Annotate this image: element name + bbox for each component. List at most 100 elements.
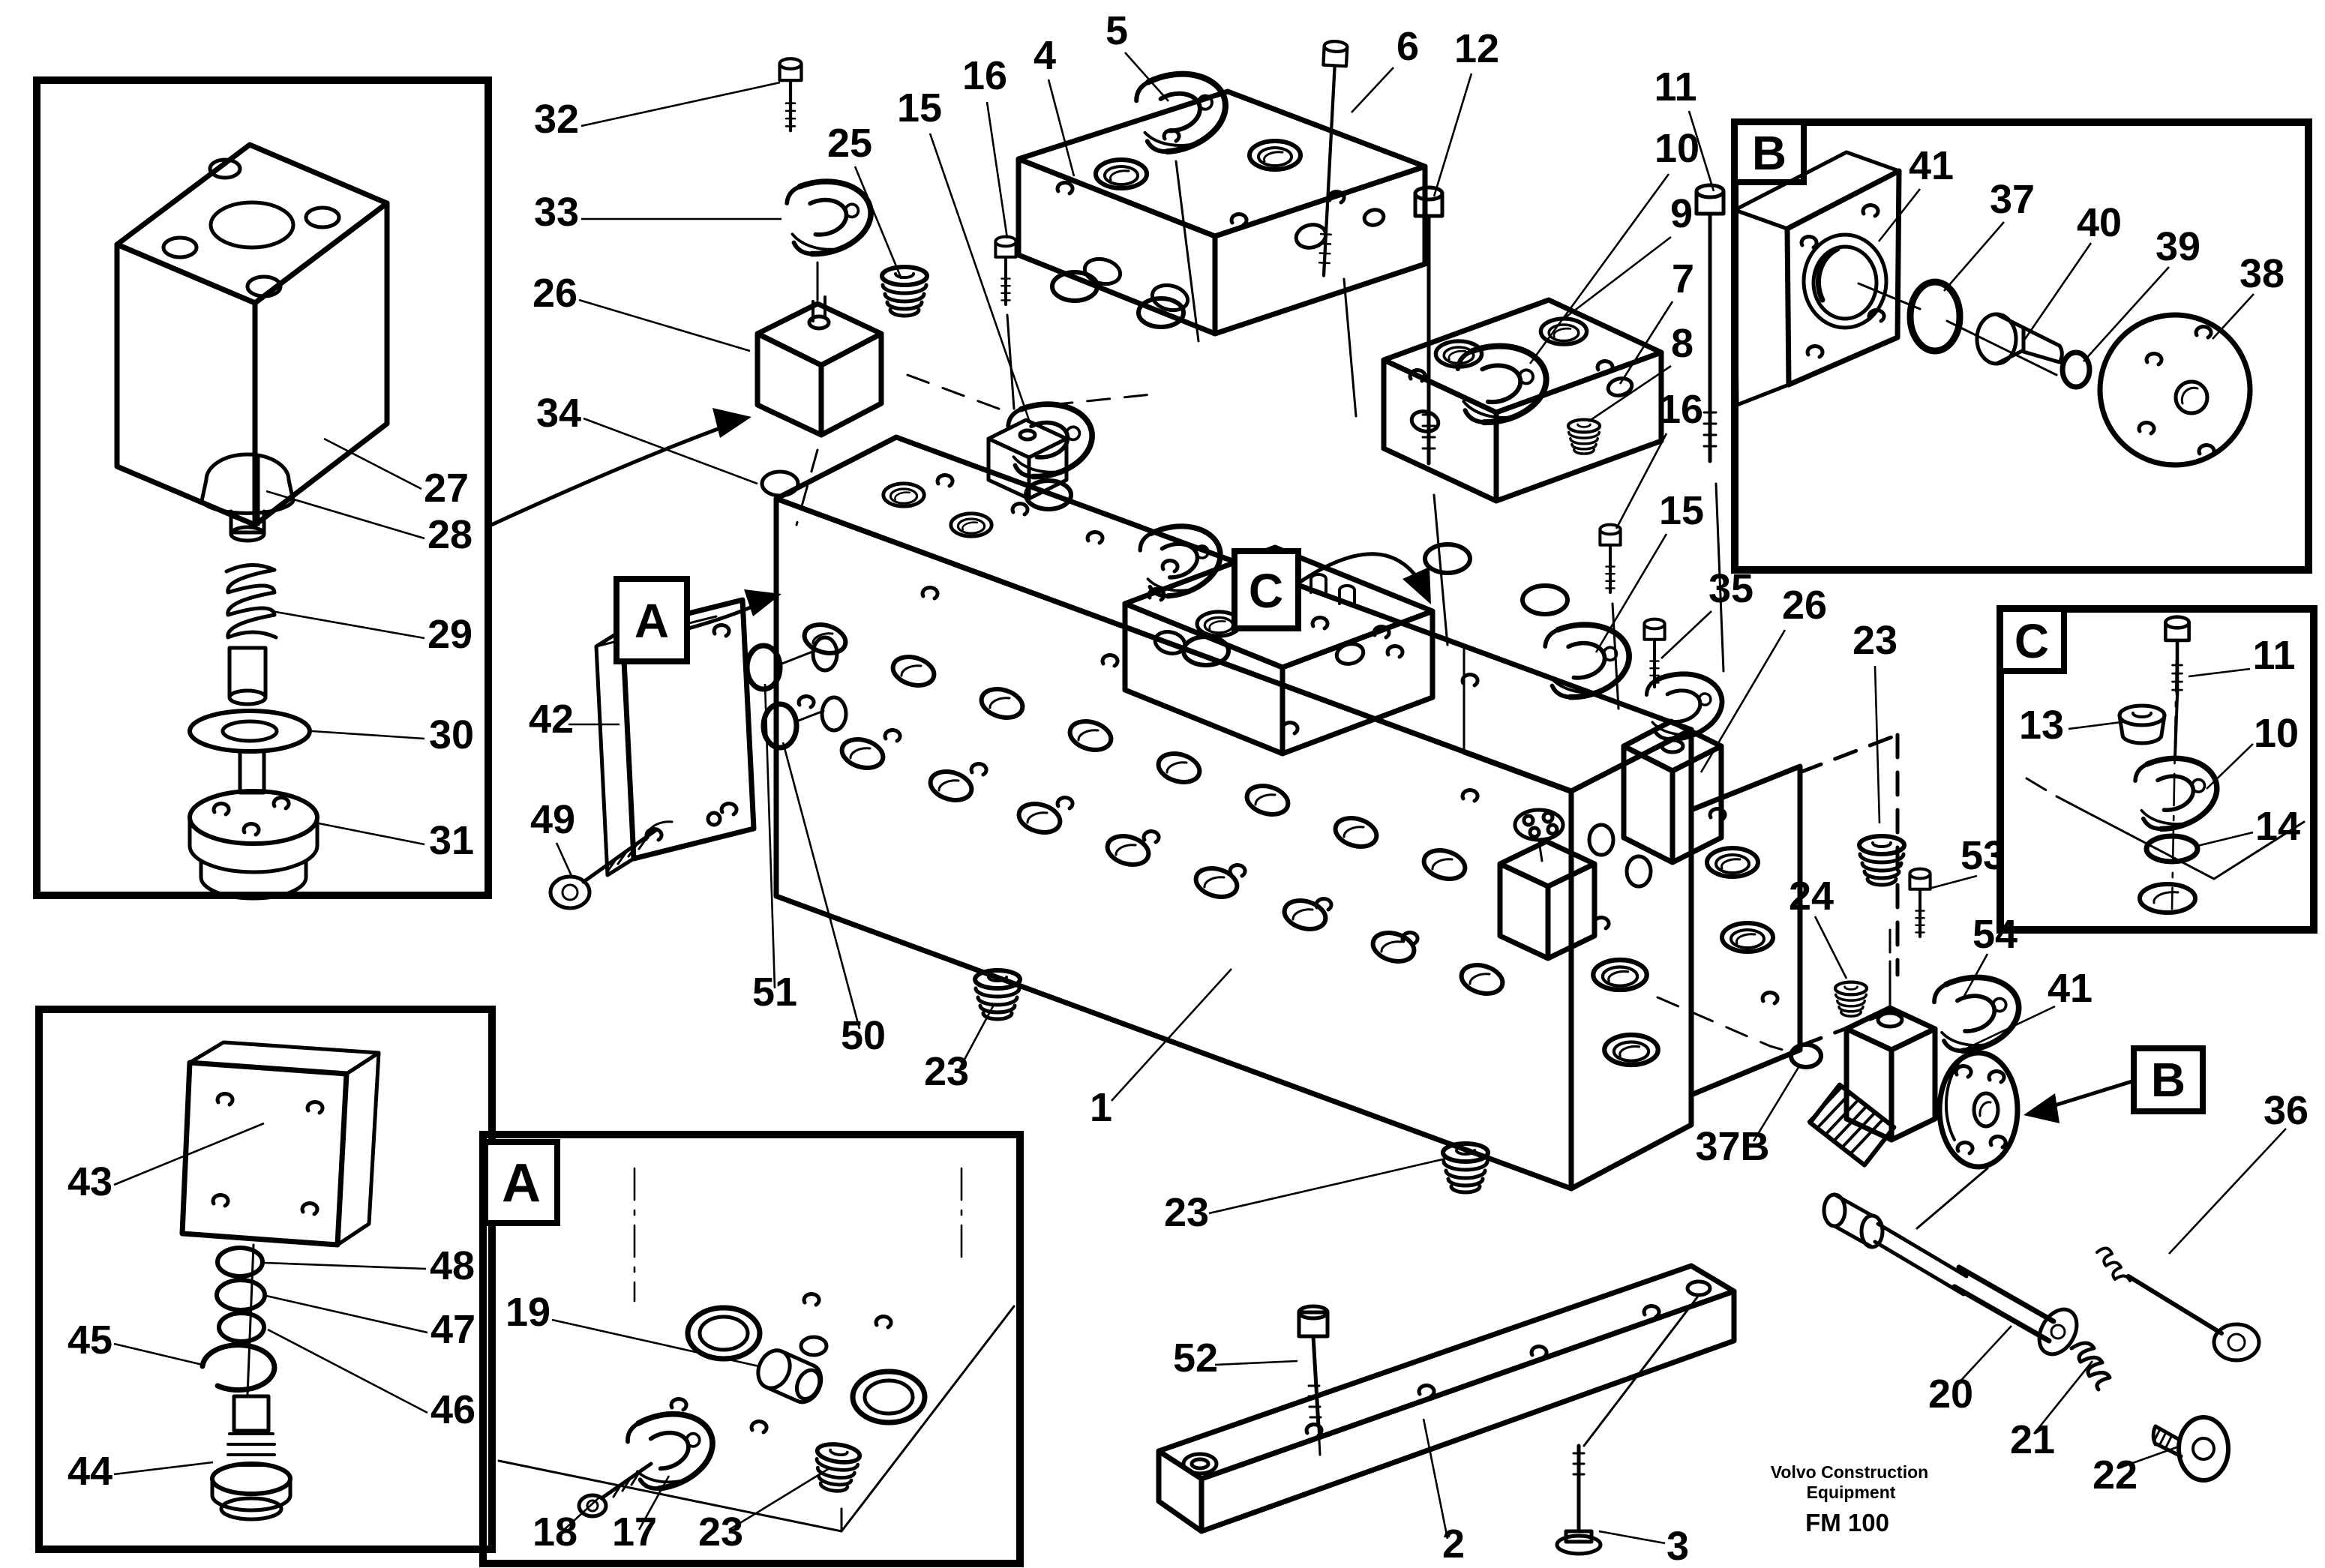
callout-43: 43 (68, 1159, 112, 1204)
callout-31: 31 (429, 818, 474, 863)
bolt-53 (1910, 869, 1930, 937)
o-ring (1522, 586, 1568, 614)
brand-line2: Equipment (1807, 1483, 1896, 1502)
inset-b-content (1732, 150, 2253, 468)
callout-51: 51 (752, 970, 797, 1015)
callout-13: 13 (2019, 703, 2064, 748)
callout-9: 9 (1670, 191, 1693, 236)
callout-23c: 23 (1164, 1190, 1209, 1235)
inset-a-frame (479, 1131, 1024, 1567)
inset-c-frame (1996, 605, 2318, 934)
detail-arrows (489, 408, 2134, 1123)
brand-line1: Volvo Construction (1771, 1462, 1928, 1482)
plug-24 (1835, 982, 1867, 1017)
callout-4: 4 (1034, 33, 1056, 78)
callout-44: 44 (68, 1449, 112, 1494)
pilot-valve-solenoid (1497, 808, 1598, 961)
inset-a-title: A (502, 1153, 541, 1213)
callout-23b: 23 (924, 1049, 969, 1094)
callout-3: 3 (1666, 1524, 1689, 1568)
callout-16b: 16 (1658, 387, 1703, 432)
callout-29: 29 (428, 612, 472, 657)
inset-top-left-frame (33, 76, 492, 899)
bolt-16b (1600, 525, 1620, 592)
clamp-15b (1543, 617, 1635, 701)
end-cover-9 (1381, 297, 1664, 504)
callout-21: 21 (2010, 1417, 2055, 1462)
marker-c: C (1249, 564, 1283, 618)
bolt-6 (1312, 40, 1348, 276)
mounting-bar-2 (1156, 1263, 1737, 1534)
footer: Volvo Construction Equipment FM 100 (1771, 1462, 1928, 1537)
bolt-16 (995, 237, 1016, 304)
callout-14: 14 (2255, 804, 2300, 849)
callout-26: 26 (532, 271, 578, 316)
clamp-15 (1006, 397, 1098, 481)
callout-19: 19 (506, 1290, 550, 1335)
marker-b-box (2131, 1045, 2206, 1114)
assembly-axes (795, 160, 1725, 710)
marker-c-box (1232, 548, 1301, 631)
callout-38: 38 (2240, 251, 2284, 296)
callout-10: 10 (1654, 126, 1700, 171)
callout-34: 34 (536, 391, 581, 436)
callout-50: 50 (841, 1013, 886, 1058)
callout-20: 20 (1928, 1372, 1973, 1417)
leader-lines (113, 52, 2287, 1545)
callout-39: 39 (2156, 224, 2200, 269)
callout-12: 12 (1454, 26, 1499, 71)
marker-a-box (614, 576, 690, 664)
callout-2: 2 (1442, 1522, 1465, 1567)
callout-48: 48 (430, 1243, 475, 1288)
inset-c-content (2025, 617, 2306, 915)
callout-32: 32 (534, 97, 579, 142)
plug-22 (2151, 1415, 2230, 1483)
letter-markers: A C B A B C (502, 126, 2206, 1213)
callout-46: 46 (430, 1387, 476, 1432)
callout-26b: 26 (1782, 583, 1827, 628)
callout-17: 17 (612, 1510, 657, 1555)
callout-33: 33 (534, 190, 579, 235)
callout-52: 52 (1173, 1336, 1218, 1381)
bolt-3 (1555, 1296, 1699, 1556)
callout-54: 54 (1972, 912, 2018, 957)
callout-45: 45 (68, 1318, 112, 1363)
spring-21 (2069, 1341, 2112, 1392)
callout-37b: 37B (1695, 1124, 1769, 1169)
callout-28: 28 (428, 512, 472, 557)
shock-valve-41 (1807, 928, 2020, 1230)
callout-27: 27 (424, 466, 469, 511)
marker-b: B (2151, 1053, 2186, 1107)
callout-22: 22 (2092, 1453, 2138, 1498)
inset-c-title: C (2014, 614, 2049, 668)
callout-41b: 41 (1909, 143, 1954, 188)
plug-25 (882, 267, 927, 316)
callout-18: 18 (532, 1510, 578, 1555)
pilot-valve-26 (1621, 718, 1724, 865)
o-ring-37b (1656, 996, 1823, 1069)
callout-6: 6 (1396, 24, 1419, 69)
plug-23-right (1859, 836, 1904, 885)
callout-41: 41 (2048, 966, 2092, 1011)
inset-b-title: B (1752, 126, 1786, 180)
screw-32 (780, 58, 802, 130)
callout-15: 15 (897, 85, 942, 130)
callout-42: 42 (529, 697, 574, 742)
o-rings-50-51 (744, 643, 825, 751)
callout-35: 35 (1708, 566, 1754, 611)
valve-cartridge-26 (754, 261, 884, 438)
callout-53: 53 (1960, 833, 2006, 878)
bolt-52 (1297, 1304, 1330, 1456)
relief-valve-exploded-tl (114, 142, 390, 901)
end-cover-4 (1016, 88, 1428, 337)
callout-23a: 23 (1852, 618, 1898, 663)
callout-36: 36 (2264, 1088, 2308, 1133)
callout-7: 7 (1672, 256, 1694, 301)
spool-20 (1822, 1192, 2079, 1357)
marker-a: A (634, 594, 669, 648)
callout-47: 47 (430, 1307, 476, 1352)
callout-37: 37 (1990, 177, 2035, 222)
callout-15b: 15 (1659, 488, 1704, 533)
relief-valve-exploded-bl (179, 1040, 381, 1522)
